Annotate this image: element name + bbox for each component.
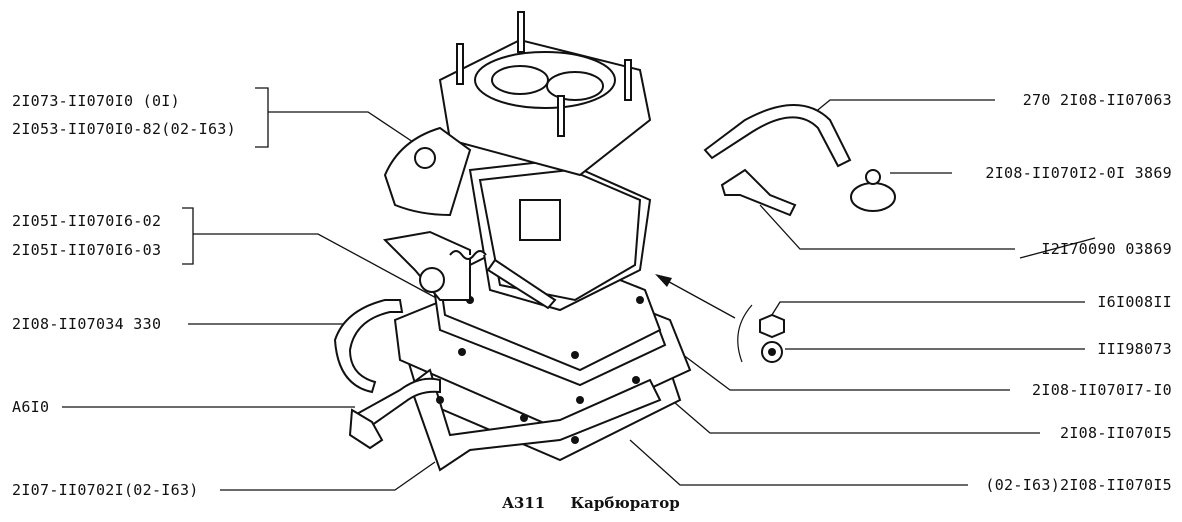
stud-1 bbox=[517, 11, 525, 53]
throttle-lever bbox=[382, 230, 471, 301]
leader-l3 bbox=[193, 233, 441, 301]
clamp-screw bbox=[865, 169, 881, 185]
hose-clamp bbox=[850, 182, 896, 212]
throttle-lever-boss bbox=[419, 267, 445, 293]
washer-group-arc bbox=[737, 304, 753, 363]
arrow-line bbox=[661, 277, 736, 319]
spring bbox=[449, 250, 487, 260]
choke-lever bbox=[383, 126, 472, 217]
stud-4 bbox=[557, 95, 565, 137]
caption-title: Карбюратор bbox=[570, 494, 680, 512]
bracket-top-left bbox=[255, 87, 269, 148]
leader-r8 bbox=[629, 439, 968, 486]
bracket-mid-left bbox=[182, 207, 194, 265]
part-label-III98073: III98073 bbox=[1097, 340, 1172, 358]
leader-r1 bbox=[807, 99, 995, 119]
arrow-head bbox=[655, 274, 672, 287]
loose-parts bbox=[333, 104, 896, 450]
throttle-link bbox=[486, 258, 557, 310]
carburetor-body bbox=[382, 11, 652, 312]
choke-bore-left bbox=[491, 65, 549, 95]
part-label-2I08-I2: 2I08-II070I2-0I 3869 bbox=[985, 164, 1172, 182]
leader-r3 bbox=[759, 204, 1015, 250]
part-label-02-I63-2I08-I5: (02-I63)2I08-II070I5 bbox=[985, 476, 1172, 494]
choke-lever-boss bbox=[414, 147, 436, 169]
part-label-A6I0: A6I0 bbox=[12, 398, 50, 416]
part-label-2I073: 2I073-II070I0 (0I) bbox=[12, 92, 180, 110]
part-label-270: 270 2I08-II07063 bbox=[1022, 91, 1172, 109]
part-label-2I08-34: 2I08-II07034 330 bbox=[12, 315, 162, 333]
leader-r4 bbox=[769, 301, 1085, 319]
vent-hose bbox=[703, 104, 852, 168]
washer-hole bbox=[768, 348, 776, 356]
curved-hose bbox=[333, 299, 404, 394]
part-label-2I05I-03: 2I05I-II070I6-03 bbox=[12, 241, 162, 259]
connector-bracket bbox=[720, 168, 797, 217]
part-label-2I053: 2I053-II070I0-82(02-I63) bbox=[12, 120, 236, 138]
elbow-tube bbox=[353, 377, 441, 432]
part-label-2I08-I7: 2I08-II070I7-I0 bbox=[1032, 381, 1172, 399]
part-label-2I05I-02: 2I05I-II070I6-02 bbox=[12, 212, 162, 230]
part-label-I6I008II: I6I008II bbox=[1097, 293, 1172, 311]
stud-3 bbox=[624, 59, 632, 101]
strikethrough-r3 bbox=[1019, 237, 1096, 259]
part-label-I2I70090: I2I70090 03869 bbox=[1041, 240, 1172, 258]
part-label-2I08-I5: 2I08-II070I5 bbox=[1060, 424, 1172, 442]
stud-2 bbox=[456, 43, 464, 85]
fitting-a610 bbox=[348, 408, 384, 450]
leader-r7 bbox=[659, 389, 1040, 434]
choke-bore-right bbox=[546, 71, 604, 101]
actuator bbox=[519, 199, 561, 241]
leader-l7 bbox=[220, 461, 436, 491]
figure-caption: A311 Карбюратор bbox=[0, 494, 1182, 512]
nut bbox=[759, 313, 785, 339]
leader-r6 bbox=[649, 329, 1010, 391]
part-label-2I07: 2I07-II0702I(02-I63) bbox=[12, 481, 199, 499]
caption-code: A311 bbox=[502, 494, 546, 512]
